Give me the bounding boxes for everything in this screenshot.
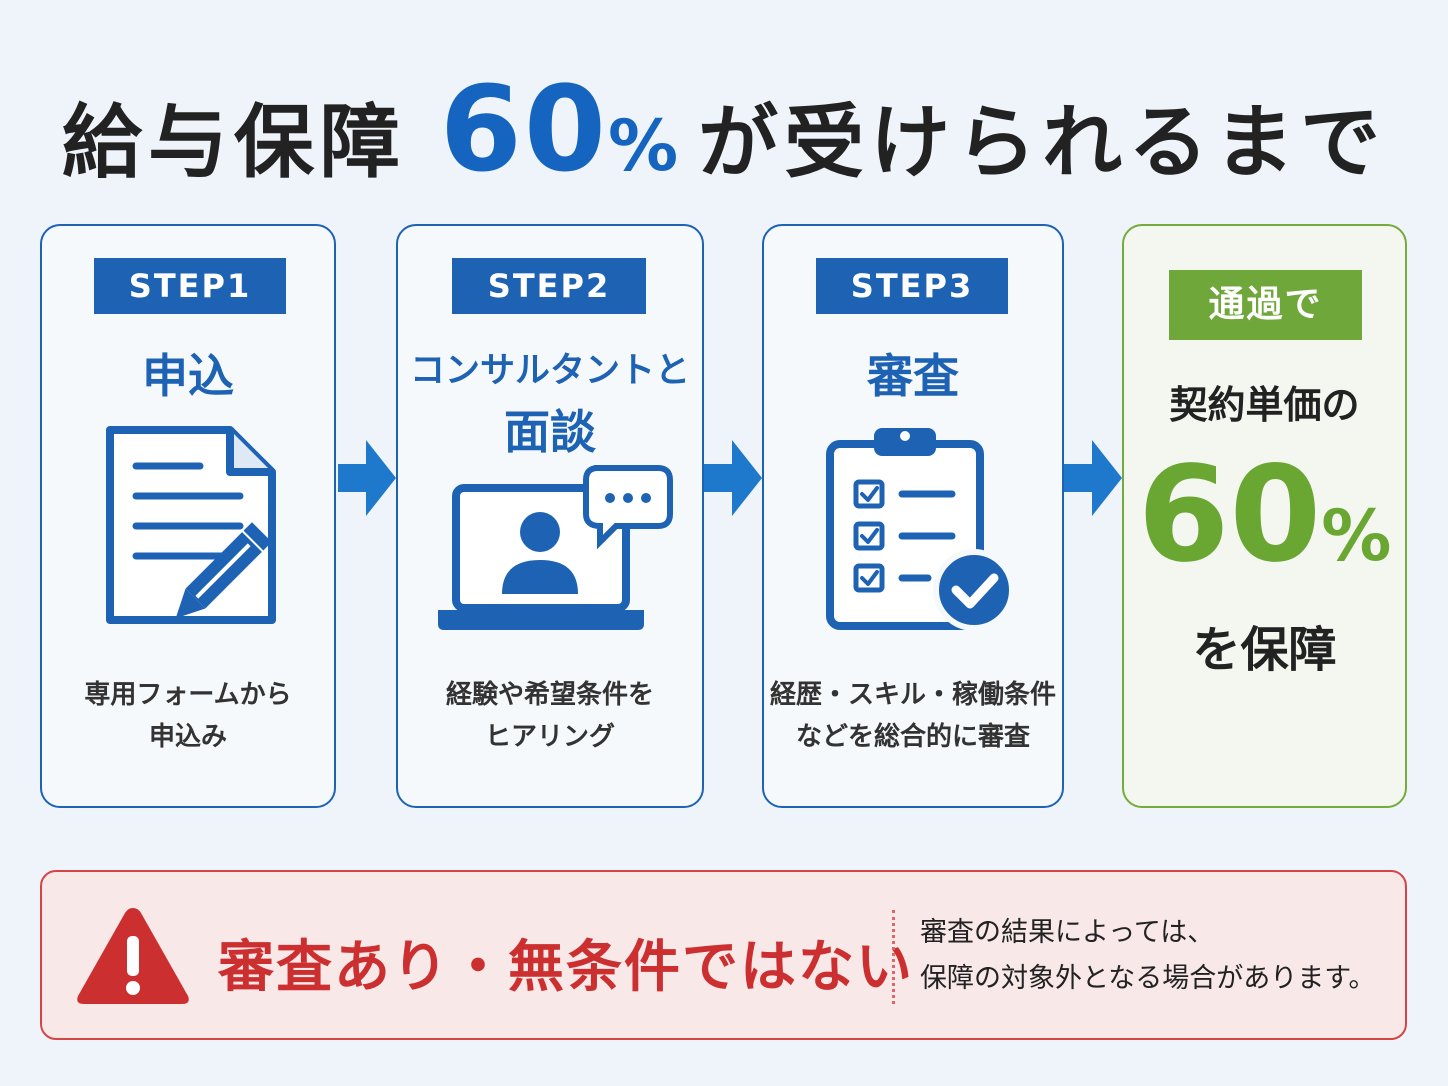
warning-triangle-icon	[77, 908, 189, 1004]
warning-sub-line1: 審査の結果によっては、	[920, 917, 1215, 948]
warning-box: 審査あり・無条件ではない 審査の結果によっては、 保障の対象外となる場合がありま…	[40, 870, 1407, 1040]
step3-heading: 審査	[867, 349, 959, 403]
step2-heading-line1: コンサルタントと	[409, 351, 690, 391]
step1-description: 専用フォームから 申込み	[42, 674, 334, 758]
title-percent: %	[607, 105, 685, 187]
title-number: 60	[439, 60, 608, 198]
warning-divider	[892, 910, 895, 1004]
step3-desc-line2: などを総合的に審査	[795, 722, 1030, 752]
step1-badge: STEP1	[94, 258, 286, 314]
step1-desc-line1: 専用フォームから	[84, 680, 292, 710]
result-line2: を保障	[1192, 622, 1337, 678]
page-title: 給与保障 60%が受けられるまで	[0, 60, 1448, 198]
warning-sub-line2: 保障の対象外となる場合があります。	[920, 963, 1376, 994]
result-card: 通過で 契約単価の 60% を保障	[1122, 224, 1407, 808]
warning-sub-text: 審査の結果によっては、 保障の対象外となる場合があります。	[920, 910, 1376, 1002]
step2-card: STEP2 コンサルタントと 面談 経験や希望条件を ヒアリング	[396, 224, 704, 808]
arrow-right-icon	[338, 440, 396, 516]
result-badge: 通過で	[1169, 270, 1362, 340]
step2-description: 経験や希望条件を ヒアリング	[398, 674, 702, 758]
result-percentage: 60%	[1124, 438, 1405, 592]
warning-main-text: 審査あり・無条件ではない	[218, 935, 914, 1000]
arrow-right-icon	[704, 440, 762, 516]
step2-heading-line2: 面談	[504, 405, 596, 459]
step3-description: 経歴・スキル・稼働条件 などを総合的に審査	[764, 674, 1062, 758]
step3-badge: STEP3	[816, 258, 1008, 314]
result-percent: %	[1321, 495, 1392, 577]
title-prefix: 給与保障	[61, 96, 406, 189]
clipboard-checklist-icon	[826, 428, 1015, 631]
step2-badge: STEP2	[452, 258, 646, 314]
step1-desc-line2: 申込み	[148, 722, 227, 752]
step3-card: STEP3 審査 経歴・スキル・稼働条件 などを総合的に審査	[762, 224, 1064, 808]
title-suffix: が受けられるまで	[698, 96, 1387, 189]
result-number: 60	[1137, 438, 1322, 592]
step1-card: STEP1 申込 専用フォームから 申込み	[40, 224, 336, 808]
step1-heading: 申込	[142, 349, 234, 403]
arrow-right-icon	[1064, 440, 1122, 516]
step2-desc-line2: ヒアリング	[484, 722, 615, 752]
video-call-laptop-icon	[438, 465, 673, 630]
step2-desc-line1: 経験や希望条件を	[445, 680, 654, 710]
step3-desc-line1: 経歴・スキル・稼働条件	[769, 680, 1056, 710]
document-pencil-icon	[106, 426, 276, 624]
result-line1: 契約単価の	[1169, 383, 1360, 427]
